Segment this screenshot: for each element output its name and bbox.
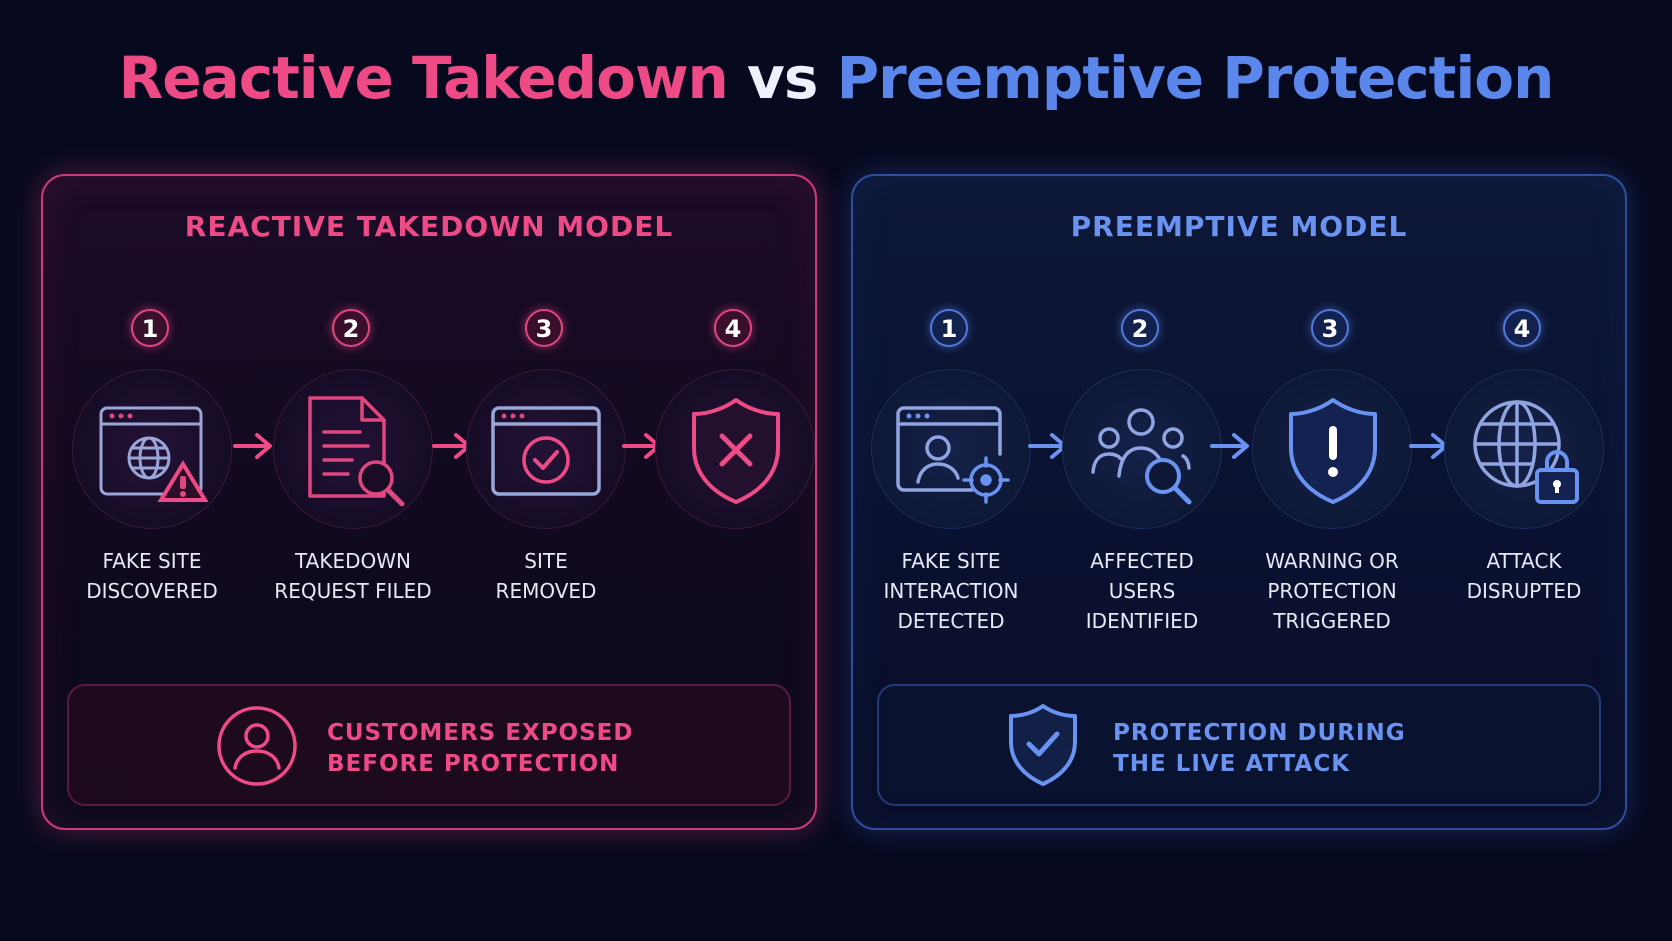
- browser-user-target-icon: [896, 406, 1010, 504]
- preemptive-step-4: 4 ATTACK DISRUPTED: [1429, 176, 1619, 656]
- reactive-outcome-box: CUSTOMERS EXPOSED BEFORE PROTECTION: [67, 684, 791, 806]
- step-label: SITE REMOVED: [495, 549, 597, 603]
- browser-globe-warning-icon: [99, 406, 209, 502]
- page-title: Reactive Takedown vs Preemptive Protecti…: [0, 44, 1672, 112]
- user-icon: [217, 706, 297, 786]
- reactive-step-4: 4: [640, 176, 830, 656]
- step-badge: 1: [930, 309, 968, 347]
- title-reactive: Reactive Takedown: [118, 44, 729, 112]
- shield-exclamation-icon: [1289, 398, 1377, 504]
- step-label: FAKE SITE INTERACTION DETECTED: [883, 549, 1019, 633]
- step-label: ATTACK DISRUPTED: [1466, 549, 1582, 603]
- outcome-line-1: PROTECTION DURING: [1113, 720, 1406, 746]
- document-search-icon: [308, 396, 405, 507]
- preemptive-outcome-box: PROTECTION DURING THE LIVE ATTACK: [877, 684, 1601, 806]
- step-badge: 4: [1503, 309, 1541, 347]
- preemptive-step-2: 2 AFFECTED USERS IDENTIFIED: [1047, 176, 1237, 656]
- preemptive-heading: PREEMPTIVE MODEL: [1070, 210, 1408, 243]
- title-preemptive: Preemptive Protection: [836, 44, 1555, 112]
- preemptive-step-3: 3 WARNING OR PROTECTION TRIGGERED: [1237, 176, 1427, 656]
- step-label: AFFECTED USERS IDENTIFIED: [1085, 549, 1199, 633]
- browser-check-icon: [491, 406, 601, 496]
- step-badge: 3: [525, 309, 563, 347]
- reactive-panel: REACTIVE TAKEDOWN MODEL 1: [41, 174, 817, 830]
- step-badge: 4: [714, 309, 752, 347]
- step-badge: 2: [332, 309, 370, 347]
- step-badge: 3: [1311, 309, 1349, 347]
- shield-check-icon: [1009, 704, 1077, 786]
- step-badge: 2: [1121, 309, 1159, 347]
- step-label: WARNING OR PROTECTION TRIGGERED: [1265, 549, 1399, 633]
- users-search-icon: [1091, 408, 1192, 505]
- outcome-line-2: BEFORE PROTECTION: [327, 751, 620, 777]
- arrow-right-icon: [1210, 433, 1249, 459]
- title-vs: vs: [747, 44, 818, 112]
- outcome-line-2: THE LIVE ATTACK: [1113, 751, 1351, 777]
- step-label: FAKE SITE DISCOVERED: [86, 549, 218, 603]
- shield-x-icon: [692, 398, 780, 504]
- reactive-heading: REACTIVE TAKEDOWN MODEL: [184, 210, 674, 243]
- outcome-line-1: CUSTOMERS EXPOSED: [327, 720, 634, 746]
- reactive-step-2: 2 TAKEDOWN REQUEST FILED: [258, 176, 448, 656]
- preemptive-step-1: 1 FAKE SITE INTERAC: [856, 176, 1046, 656]
- step-label: TAKEDOWN REQUEST FILED: [274, 549, 432, 603]
- preemptive-panel: PREEMPTIVE MODEL 1: [851, 174, 1627, 830]
- arrow-right-icon: [233, 433, 272, 459]
- reactive-step-3: 3 SITE REMOVED: [451, 176, 641, 656]
- reactive-step-1: 1 FAKE SITE DISCOVERED: [57, 176, 247, 656]
- globe-lock-icon: [1473, 400, 1579, 504]
- step-badge: 1: [131, 309, 169, 347]
